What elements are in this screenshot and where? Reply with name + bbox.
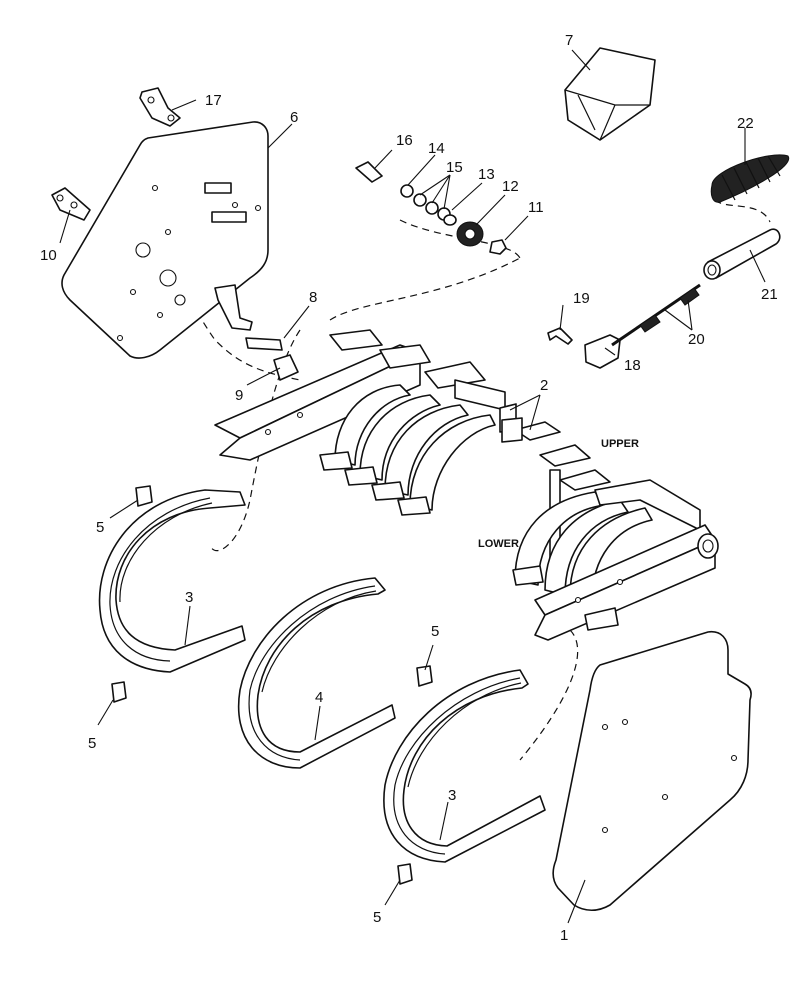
- callout-20: 20: [688, 331, 705, 348]
- label-upper: UPPER: [601, 438, 639, 450]
- callout-9: 9: [235, 387, 243, 404]
- side-plate-left: [61, 121, 269, 359]
- callout-7: 7: [565, 32, 573, 49]
- callout-15: 15: [446, 159, 463, 176]
- upper-frame-left: [214, 329, 517, 516]
- belt-guide-4-middle: [237, 577, 396, 769]
- part-5-blocks: [111, 485, 433, 885]
- callout-8: 8: [309, 289, 317, 306]
- pulley-hardware: [355, 161, 507, 255]
- label-lower: LOWER: [478, 538, 519, 550]
- callout-5a: 5: [96, 519, 104, 536]
- callout-1: 1: [560, 927, 568, 944]
- callout-5b: 5: [88, 735, 96, 752]
- part-10-clip: [51, 187, 91, 221]
- part-9-bracket: [273, 354, 299, 381]
- part-17-bracket: [139, 87, 181, 127]
- callout-11: 11: [528, 199, 544, 216]
- callout-3b: 3: [448, 787, 456, 804]
- callout-numbers: 1 2 3 3 4 5 5 5 5 6 7 8 9 10 11 12 13 14…: [40, 32, 778, 944]
- callout-5d: 5: [373, 909, 381, 926]
- callout-12: 12: [502, 178, 519, 195]
- callout-14: 14: [428, 140, 445, 157]
- part-8-bracket: [214, 284, 283, 351]
- callout-6: 6: [290, 109, 298, 126]
- callout-19: 19: [573, 290, 590, 307]
- part-21-tube: [703, 228, 781, 280]
- callout-2: 2: [540, 377, 548, 394]
- part-18-tension-rod: [584, 283, 701, 369]
- callout-4: 4: [315, 689, 323, 706]
- callout-3a: 3: [185, 589, 193, 606]
- side-plate-right: [552, 630, 752, 912]
- callout-21: 21: [761, 286, 778, 303]
- part-22-spring: [710, 154, 790, 203]
- callout-16: 16: [396, 132, 413, 149]
- callout-10: 10: [40, 247, 57, 264]
- belt-guide-3-left: [98, 489, 246, 673]
- callout-18: 18: [624, 357, 641, 374]
- callout-22: 22: [737, 115, 754, 132]
- part-7-shield: [564, 47, 656, 141]
- callout-17: 17: [205, 92, 222, 109]
- part-19-bolt: [547, 327, 573, 345]
- callout-13: 13: [478, 166, 495, 183]
- leader-lines: [59, 49, 766, 924]
- lower-frame-right: [501, 417, 719, 641]
- belt-guide-3-lower: [383, 669, 546, 863]
- callout-5c: 5: [431, 623, 439, 640]
